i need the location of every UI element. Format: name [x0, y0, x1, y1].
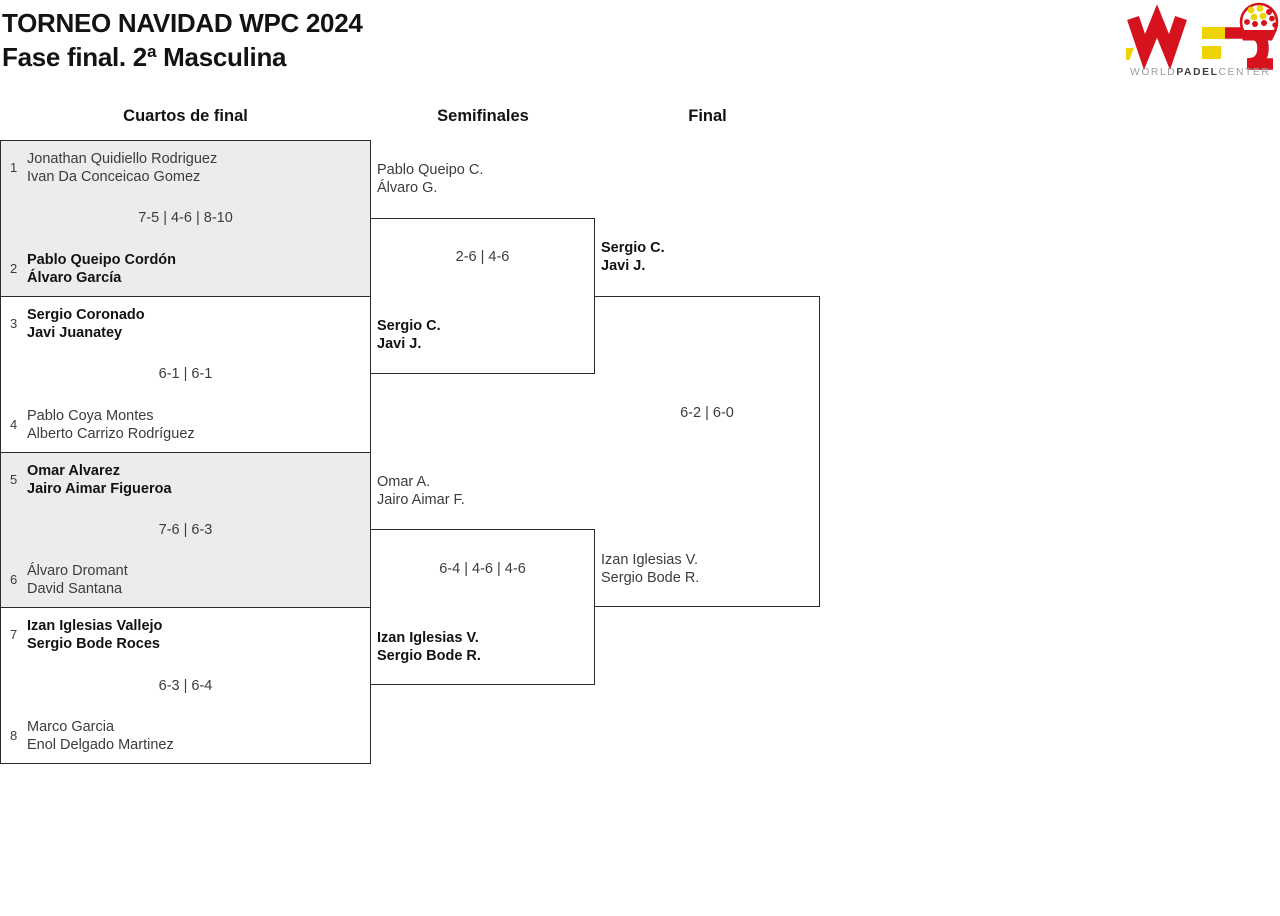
team-names: Izan Iglesias Vallejo Sergio Bode Roces — [27, 617, 364, 653]
player-name: Ivan Da Conceicao Gomez — [27, 169, 201, 185]
player-name: Jairo Aimar F. — [377, 492, 465, 508]
team-names: Pablo Queipo C. Álvaro G. — [377, 161, 483, 197]
yellow-bar-top — [1202, 27, 1225, 39]
match-score: 6-1 | 6-1 — [158, 366, 213, 383]
player-name: Sergio C. — [601, 240, 665, 256]
player-name: Javi J. — [601, 258, 646, 274]
match-score: 7-6 | 6-3 — [158, 521, 213, 538]
qf-match-3: 5 Omar Alvarez Jairo Aimar Figueroa 7-6 … — [1, 452, 370, 609]
player-name: Marco Garcia — [27, 719, 115, 735]
qf-match-2: 3 Sergio Coronado Javi Juanatey 6-1 | 6-… — [1, 297, 370, 453]
qf-match-4: 7 Izan Iglesias Vallejo Sergio Bode Roce… — [1, 608, 370, 763]
player-name: Álvaro G. — [377, 180, 438, 196]
seed-number: 7 — [10, 627, 18, 643]
seed-number: 5 — [10, 471, 18, 487]
match-score: 6-4 | 4-6 | 4-6 — [439, 561, 526, 577]
padel-ball-icon — [1238, 2, 1279, 42]
player-name: Pablo Coya Montes — [27, 407, 154, 424]
match-score: 6-3 | 6-4 — [158, 677, 213, 694]
w-letterform — [1127, 4, 1187, 70]
player-name: Álvaro García — [27, 269, 122, 286]
page-title: TORNEO NAVIDAD WPC 2024 — [2, 8, 363, 38]
final-box — [594, 296, 820, 607]
semifinal-2-box — [370, 529, 595, 685]
team-names: Sergio C. Javi J. — [601, 239, 665, 275]
logo-caption-world: WORLD — [1130, 67, 1176, 78]
player-name: Enol Delgado Martinez — [27, 737, 174, 753]
page-subtitle: Fase final. 2ª Masculina — [2, 42, 287, 72]
team-names: Jonathan Quidiello Rodriguez Ivan Da Con… — [27, 150, 364, 186]
logo-caption-center: CENTER — [1218, 67, 1270, 78]
player-name: Izan Iglesias V. — [601, 552, 698, 568]
player-name: Javi J. — [377, 336, 422, 352]
player-name: David Santana — [27, 581, 123, 598]
player-name: Jairo Aimar Figueroa — [27, 480, 172, 497]
match-score: 2-6 | 4-6 — [455, 249, 510, 265]
player-name: Pablo Queipo Cordón — [27, 251, 177, 268]
player-name: Sergio Coronado — [27, 306, 145, 323]
seed-number: 1 — [10, 160, 18, 175]
player-name: Alberto Carrizo Rodríguez — [27, 425, 195, 442]
team-names: Sergio C. Javi J. — [377, 317, 441, 353]
team-names: Izan Iglesias V. Sergio Bode R. — [601, 551, 699, 587]
column-header-final: Final — [688, 107, 727, 125]
team-names: Álvaro Dromant David Santana — [27, 562, 364, 598]
player-name: Javi Juanatey — [27, 324, 123, 341]
player-name: Izan Iglesias V. — [377, 630, 479, 646]
team-names: Pablo Queipo Cordón Álvaro García — [27, 251, 364, 287]
team-names: Izan Iglesias V. Sergio Bode R. — [377, 629, 481, 665]
basket-shape — [1238, 30, 1277, 41]
team-names: Omar Alvarez Jairo Aimar Figueroa — [27, 462, 364, 498]
player-name: Álvaro Dromant — [27, 563, 128, 580]
match-score: 7-5 | 4-6 | 8-10 — [138, 210, 233, 227]
player-name: Sergio Bode Roces — [27, 636, 160, 653]
quarterfinals-column: 1 Jonathan Quidiello Rodriguez Ivan Da C… — [0, 140, 371, 764]
qf-match-1: 1 Jonathan Quidiello Rodriguez Ivan Da C… — [1, 141, 370, 297]
match-score: 6-2 | 6-0 — [680, 405, 734, 421]
team-names: Sergio Coronado Javi Juanatey — [27, 306, 364, 342]
player-name: Jonathan Quidiello Rodriguez — [27, 151, 218, 167]
seed-number: 4 — [10, 416, 18, 432]
player-name: Pablo Queipo C. — [377, 162, 484, 178]
seed-number: 2 — [10, 260, 18, 276]
seed-number: 3 — [10, 315, 18, 331]
team-names: Marco Garcia Enol Delgado Martinez — [27, 718, 364, 754]
seed-number: 8 — [10, 728, 18, 743]
wpc-logo: WORLDPADELCENTER — [1126, 2, 1280, 80]
seed-number: 6 — [10, 572, 18, 588]
logo-caption: WORLDPADELCENTER — [1130, 67, 1270, 78]
column-header-quarterfinals: Cuartos de final — [123, 107, 248, 125]
player-name: Omar Alvarez — [27, 462, 120, 479]
yellow-accent-tip — [1126, 48, 1134, 60]
player-name: Sergio Bode R. — [601, 570, 700, 586]
title-block: TORNEO NAVIDAD WPC 2024 Fase final. 2ª M… — [2, 6, 363, 74]
player-name: Sergio Bode R. — [377, 648, 481, 664]
logo-caption-padel: PADEL — [1176, 67, 1218, 78]
player-name: Omar A. — [377, 474, 431, 490]
team-names: Omar A. Jairo Aimar F. — [377, 473, 465, 509]
player-name: Sergio C. — [377, 318, 441, 334]
column-header-semifinals: Semifinales — [437, 107, 529, 125]
yellow-bar-bottom — [1202, 46, 1221, 59]
team-names: Pablo Coya Montes Alberto Carrizo Rodríg… — [27, 407, 364, 443]
player-name: Izan Iglesias Vallejo — [27, 618, 163, 635]
